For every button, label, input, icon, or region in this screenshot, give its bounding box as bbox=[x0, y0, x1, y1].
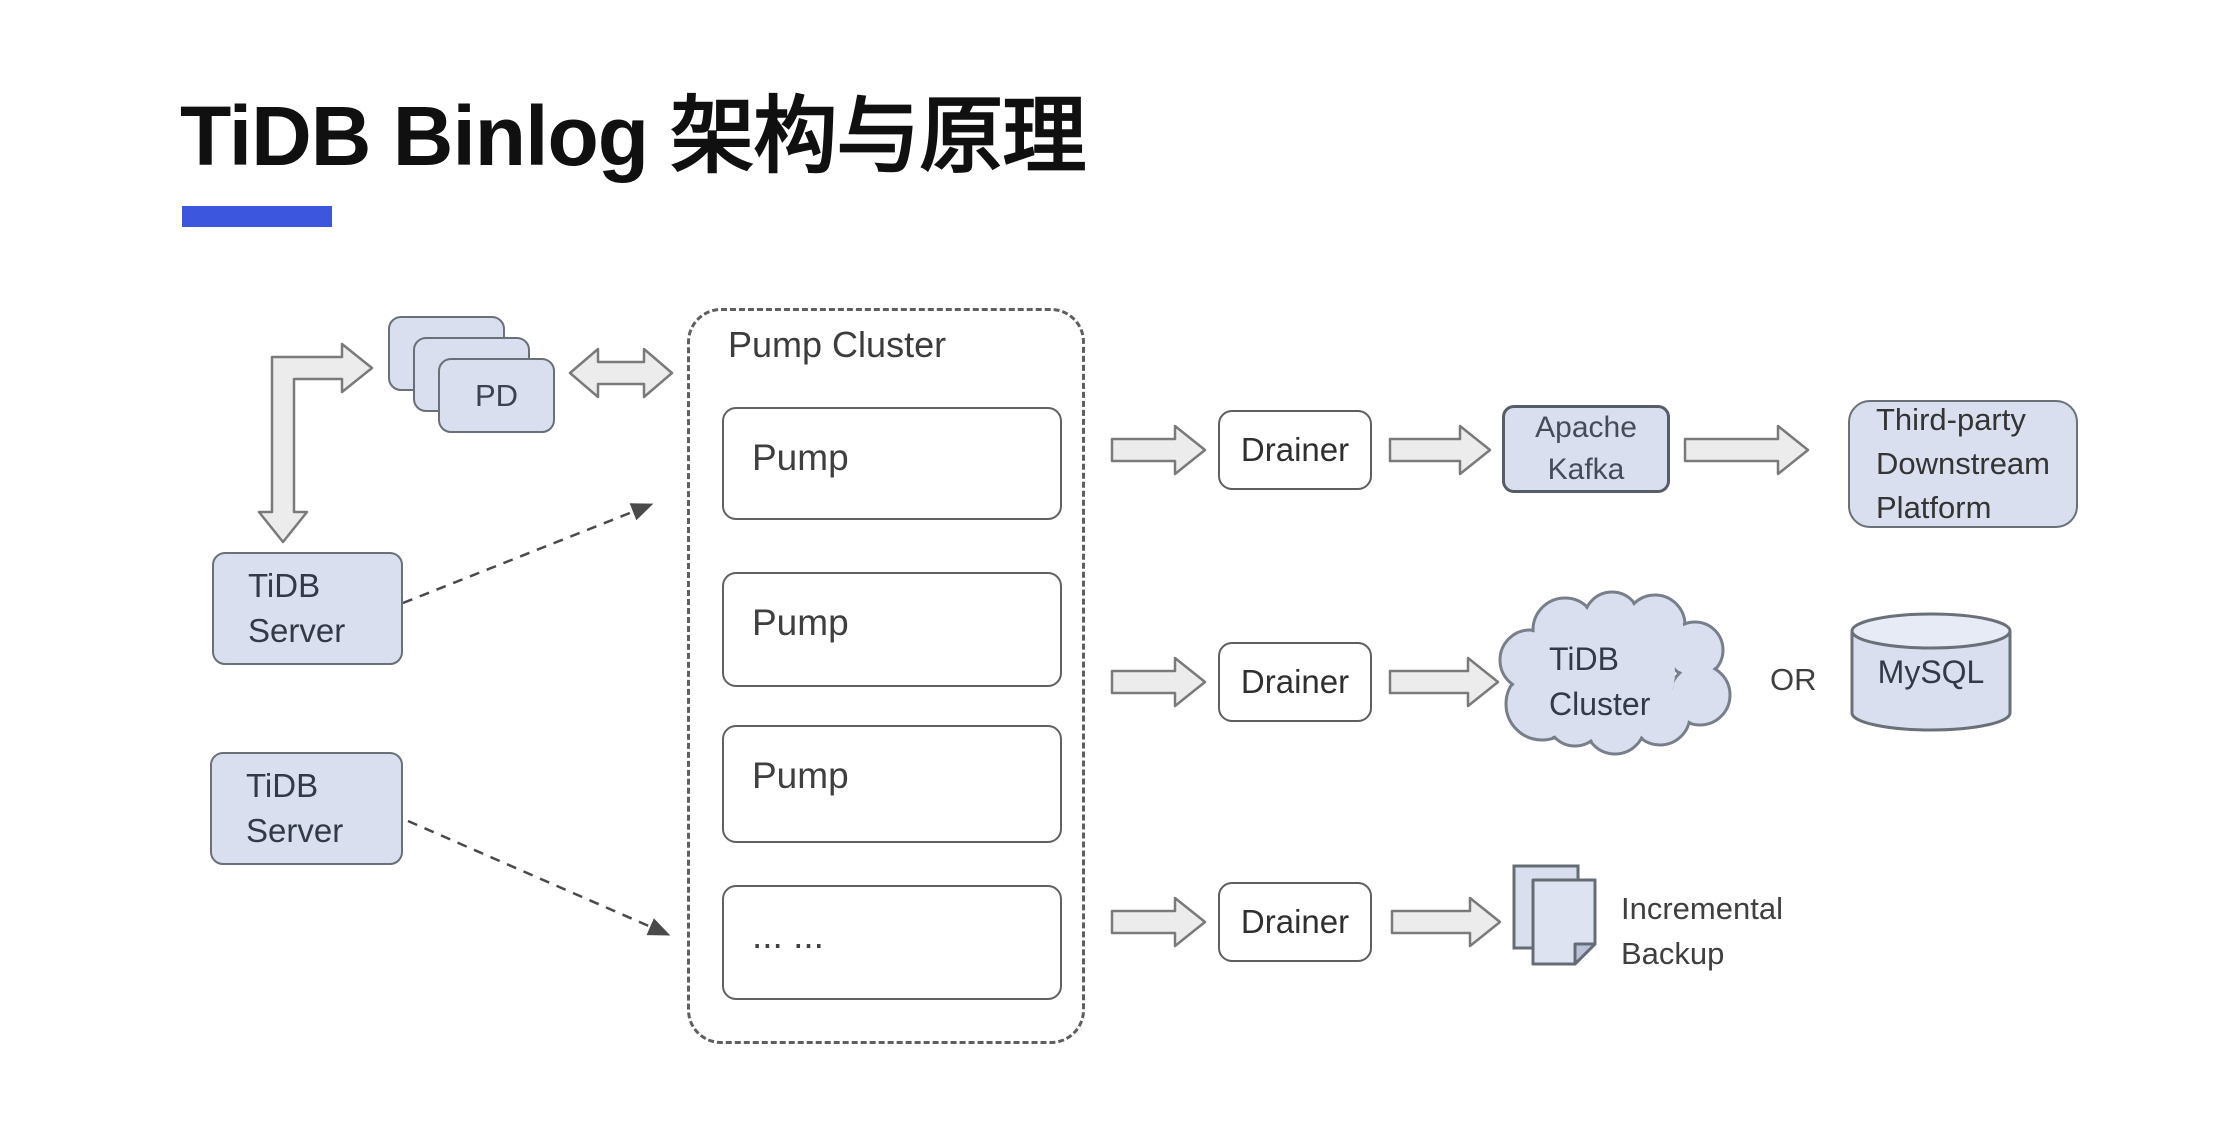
pd-pump-double-arrow-icon bbox=[568, 347, 674, 399]
pd-label: PD bbox=[474, 377, 519, 413]
tidb-cluster-label: TiDB Cluster bbox=[1549, 641, 1651, 722]
or-label: OR bbox=[1770, 662, 1817, 697]
incremental-backup-label: Incremental Backup bbox=[1621, 891, 1783, 971]
cloud-shape-icon bbox=[1498, 590, 1732, 756]
database-cylinder-icon bbox=[1850, 612, 2012, 732]
drainer-1-label: Drainer bbox=[1240, 431, 1350, 468]
dashed-arrow-tidb1-pump bbox=[402, 503, 654, 605]
documents-icon bbox=[1512, 864, 1597, 966]
pump-3-label: Pump bbox=[752, 755, 849, 796]
pump-cluster-container bbox=[687, 308, 1085, 1044]
dashed-arrow-tidb2-pump bbox=[407, 819, 671, 936]
tidb-server-1-label: TiDB Server bbox=[248, 566, 346, 649]
pump-node-ellipsis: ... ... bbox=[722, 885, 1062, 1000]
title-underline bbox=[182, 206, 332, 227]
tidb-server-2-label: TiDB Server bbox=[246, 766, 344, 849]
page-title: TiDB Binlog 架构与原理 bbox=[180, 89, 1086, 183]
flow-arrow-drainer1-kafka-icon bbox=[1388, 424, 1492, 476]
pump-ellipsis-label: ... ... bbox=[752, 915, 824, 956]
drainer-2-label: Drainer bbox=[1240, 663, 1350, 700]
third-party-platform-label: Third-party Downstream Platform bbox=[1876, 401, 2050, 526]
pump-node-2: Pump bbox=[722, 572, 1062, 687]
pump-1-label: Pump bbox=[752, 437, 849, 478]
pump-node-1: Pump bbox=[722, 407, 1062, 520]
flow-arrow-drainer3-backup-icon bbox=[1390, 896, 1502, 948]
apache-kafka-label: Apache Kafka bbox=[1535, 411, 1637, 486]
pd-node: PD bbox=[438, 358, 555, 433]
drainer-3-label: Drainer bbox=[1240, 903, 1350, 940]
flow-arrow-pump-drainer1-icon bbox=[1110, 424, 1207, 476]
pump-node-3: Pump bbox=[722, 725, 1062, 843]
flow-arrow-drainer2-tidbcluster-icon bbox=[1388, 656, 1500, 708]
flow-arrow-kafka-thirdparty-icon bbox=[1683, 424, 1810, 476]
flow-arrow-pump-drainer3-icon bbox=[1110, 896, 1207, 948]
pump-2-label: Pump bbox=[752, 602, 849, 643]
pump-cluster-label: Pump Cluster bbox=[728, 324, 947, 365]
mysql-label: MySQL bbox=[1877, 653, 1985, 690]
tidb-server-1-node: TiDB Server bbox=[212, 552, 403, 665]
drainer-node-2: Drainer bbox=[1218, 642, 1372, 722]
apache-kafka-node: Apache Kafka bbox=[1502, 405, 1670, 493]
drainer-node-3: Drainer bbox=[1218, 882, 1372, 962]
flow-arrow-pump-drainer2-icon bbox=[1110, 656, 1207, 708]
elbow-double-arrow-icon bbox=[257, 342, 374, 544]
drainer-node-1: Drainer bbox=[1218, 410, 1372, 490]
third-party-platform-node: Third-party Downstream Platform bbox=[1848, 400, 2078, 528]
tidb-server-2-node: TiDB Server bbox=[210, 752, 403, 865]
